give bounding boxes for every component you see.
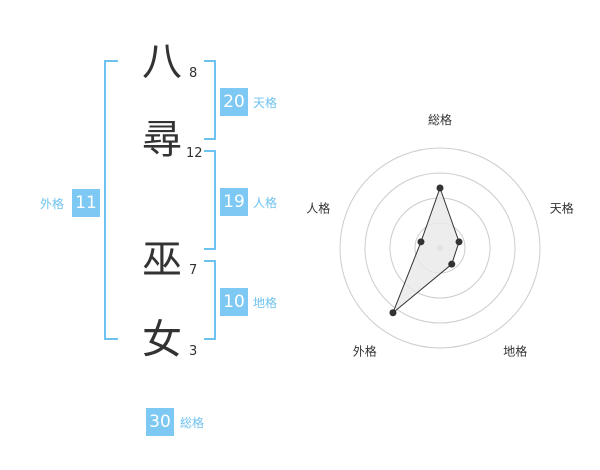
radar-axis-label-2: 天格 [550,200,574,215]
soukaku-label: 総格 [180,416,205,430]
stroke-count-3: 7 [189,263,198,278]
name-char-1: 八 [142,39,182,85]
jinkaku-bracket [204,150,216,250]
radar-axis-label-1: 総格 [428,112,452,127]
name-char-2: 尋 [142,117,182,163]
stroke-count-4: 3 [189,344,198,359]
gaikaku-label: 外格 [40,197,65,211]
name-char-3: 巫 [142,237,182,283]
chikaku-value: 10 [220,288,248,316]
radar-series [389,184,463,317]
chikaku-label: 地格 [253,296,278,310]
tenkaku-label: 天格 [253,96,278,110]
radar-polygon [392,186,460,314]
radar-point-5 [417,238,425,246]
stroke-count-1: 8 [189,66,198,81]
radar-point-1 [436,184,444,192]
radar-point-4 [389,309,397,317]
radar-axis-label-3: 地格 [503,344,527,359]
tenkaku-bracket [204,60,216,140]
tenkaku-value: 20 [220,88,248,116]
radar-point-3 [448,260,456,268]
gaikaku-value: 11 [72,189,100,217]
radar-ring-4 [339,147,541,349]
radar-axis-label-4: 外格 [353,344,377,359]
stroke-count-2: 12 [186,146,203,161]
jinkaku-label: 人格 [253,196,278,210]
soukaku-value: 30 [146,408,174,436]
chikaku-bracket [204,260,216,340]
jinkaku-value: 19 [220,188,248,216]
radar-point-2 [455,238,463,246]
radar-ring-3 [364,172,516,324]
name-char-4: 女 [142,317,182,363]
radar-axis-label-5: 人格 [306,200,330,215]
gaikaku-bracket [104,60,118,340]
